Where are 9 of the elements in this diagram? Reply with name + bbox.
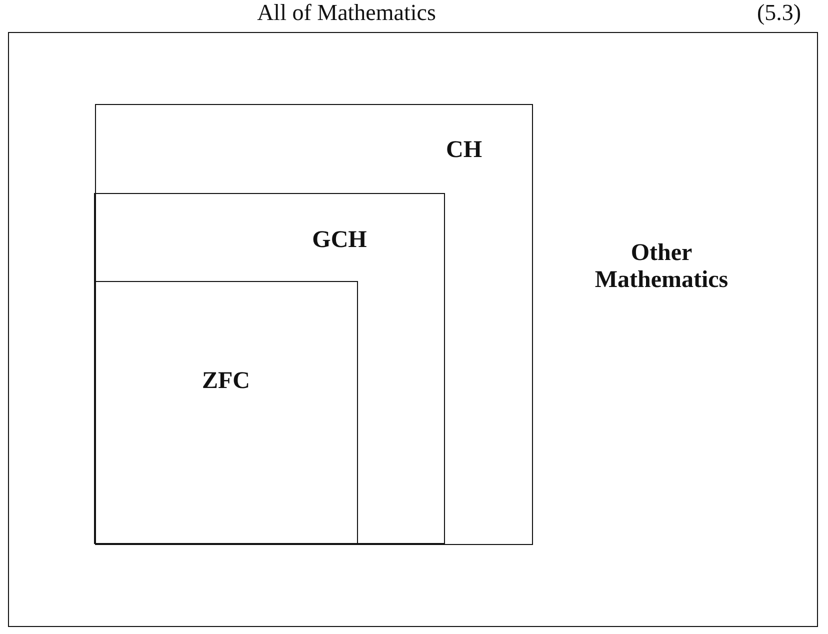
set-label: GCH [312, 226, 367, 254]
set-box [94, 193, 445, 544]
set-heading: All of Mathematics [257, 0, 436, 26]
set-label: Other Mathematics [594, 240, 730, 295]
set-box [94, 104, 532, 544]
set-box [94, 280, 358, 544]
set-label: ZFC [202, 368, 250, 396]
set-label: CH [446, 137, 482, 165]
equation-number: (5.3) [757, 0, 802, 26]
